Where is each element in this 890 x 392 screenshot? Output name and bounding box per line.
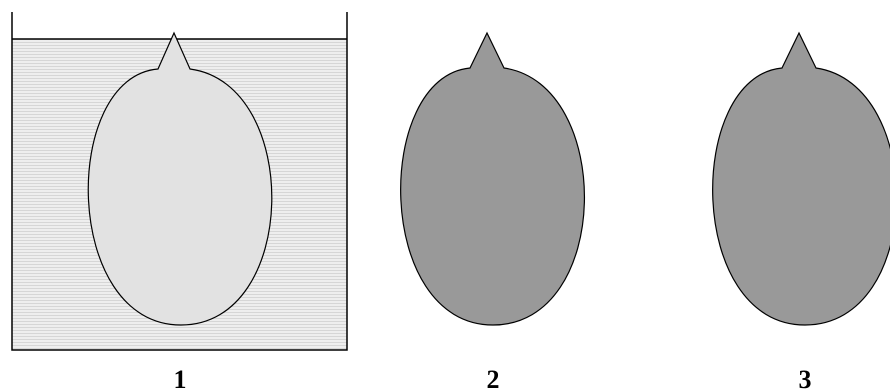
bulb-outline-1 <box>87 31 273 326</box>
bulb-outline-3 <box>712 31 890 326</box>
bulb-body-3 <box>712 33 890 325</box>
figure-label-1: 1 <box>174 365 187 392</box>
bulb-outline-2 <box>400 31 585 326</box>
figure-1: 1 <box>11 12 348 392</box>
figure-3: 3 <box>712 31 890 392</box>
figure-label-3: 3 <box>799 365 812 392</box>
bulb-body-1 <box>88 33 272 325</box>
bulb-body-2 <box>400 33 585 325</box>
figure-2: 2 <box>400 31 585 392</box>
figure-label-2: 2 <box>487 365 500 392</box>
vessel-outline <box>11 12 348 351</box>
